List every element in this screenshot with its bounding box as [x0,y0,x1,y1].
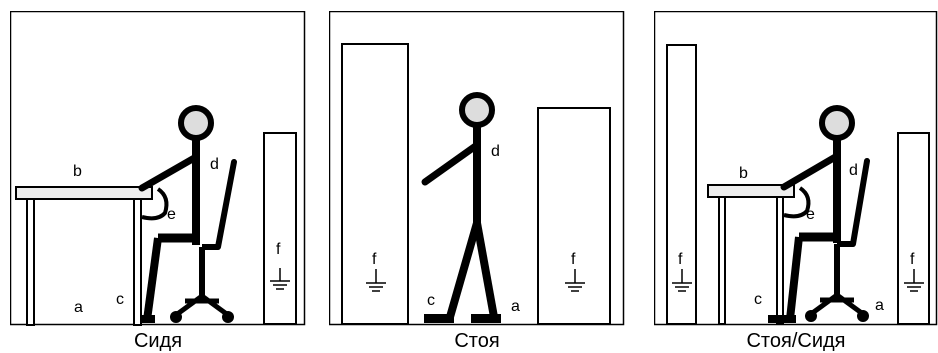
caption-sitting: Сидя [133,330,183,352]
label-f-left: f [678,251,683,268]
standing-illustration: c d a f f [329,11,625,326]
floor-mat [263,132,297,325]
panel-frame [10,11,306,326]
chair [805,158,870,322]
label-b: b [739,165,748,182]
sitting-person [138,105,214,323]
floor-mat-left [341,43,409,325]
label-c: c [427,292,435,309]
label-a: a [875,297,884,314]
chair [170,159,237,323]
label-f: f [276,241,281,258]
label-a: a [74,299,83,316]
label-d: d [849,162,858,179]
label-f-right: f [571,251,576,268]
label-d: d [491,143,500,160]
standing-person [421,92,501,323]
label-a: a [511,298,520,315]
floor-mat-right [897,132,930,325]
label-e: e [167,206,176,223]
panel-frame [654,11,938,326]
desk [15,186,153,326]
label-d: d [210,156,219,173]
ground-icon [565,269,585,292]
floor-mat-left [666,44,697,325]
label-f-right: f [910,251,915,268]
label-c: c [116,291,124,308]
label-e: e [806,206,815,223]
ground-icon [366,269,386,292]
sitting-illustration: a b c d e f [10,11,306,326]
label-c: c [754,291,762,308]
ground-icon [904,269,924,292]
floor-mat-right [537,107,611,325]
standing-sitting-illustration: b c d e a f f [654,11,938,326]
ground-icon [270,268,290,290]
panel-sitting: a b c d e f [10,11,306,326]
panel-frame [329,11,625,326]
caption-standing-sitting: Стоя/Сидя [746,330,846,352]
desk [707,184,795,325]
panel-standing: c d a f f [329,11,625,326]
caption-standing: Стоя [454,330,500,352]
ground-icon [672,269,692,292]
sitting-person [768,105,855,323]
panel-standing-sitting: b c d e a f f [654,11,938,326]
label-b: b [73,163,82,180]
label-f-left: f [372,251,377,268]
